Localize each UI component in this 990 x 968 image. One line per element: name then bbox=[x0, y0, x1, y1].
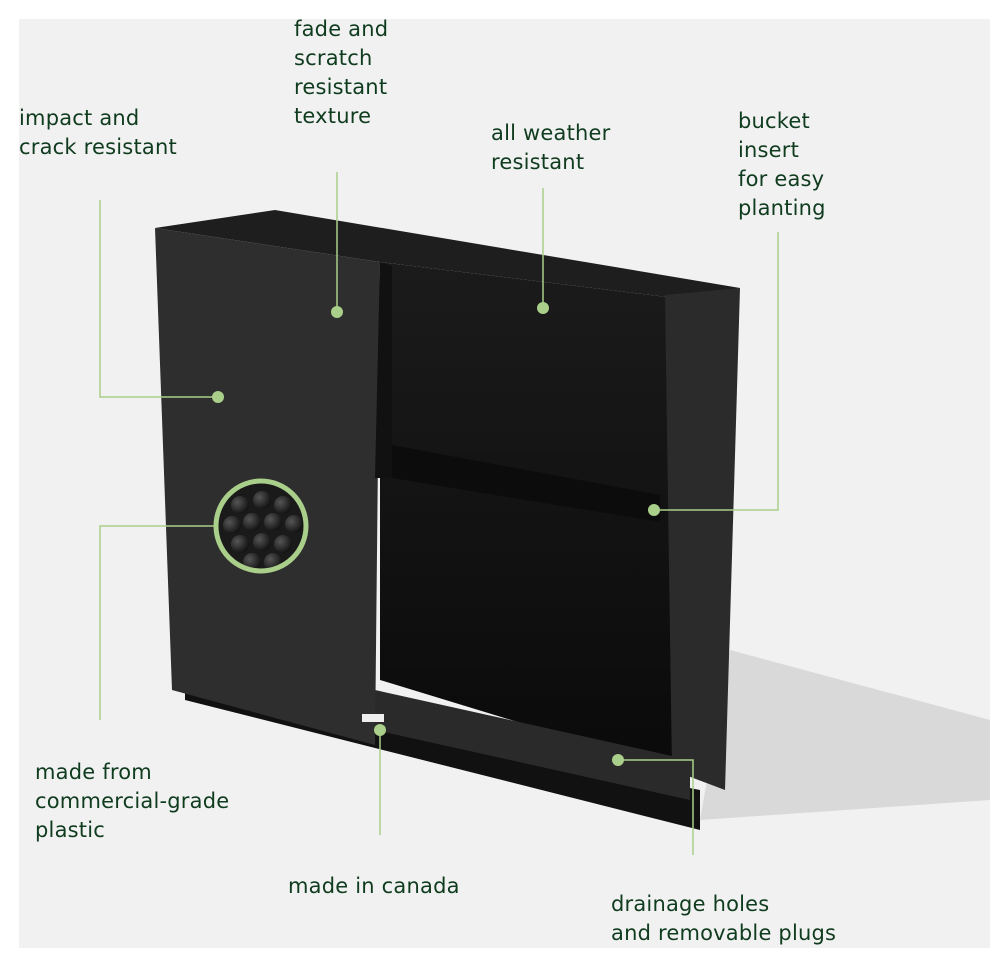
planter-rim bbox=[155, 210, 740, 298]
callout-dots bbox=[212, 302, 660, 766]
planter-shadow bbox=[700, 650, 990, 820]
planter-right-post bbox=[665, 288, 740, 790]
planter-tray bbox=[375, 690, 690, 800]
texture-closeup bbox=[217, 482, 305, 570]
callout-weather: all weather resistant bbox=[491, 121, 611, 174]
callout-fade: fade and scratch resistant texture bbox=[294, 17, 389, 128]
callout-drainage: drainage holes and removable plugs bbox=[611, 892, 837, 945]
bucket-insert bbox=[392, 445, 660, 522]
callout-canada: made in canada bbox=[288, 874, 460, 898]
brand-tag bbox=[362, 714, 384, 722]
callout-plastic: made from commercial-grade plastic bbox=[35, 760, 230, 842]
callout-bucket: bucket insert for easy planting bbox=[738, 109, 826, 220]
callout-impact: impact and crack resistant bbox=[19, 106, 177, 159]
planter-inner bbox=[380, 262, 675, 770]
leader-lines bbox=[99, 172, 779, 855]
